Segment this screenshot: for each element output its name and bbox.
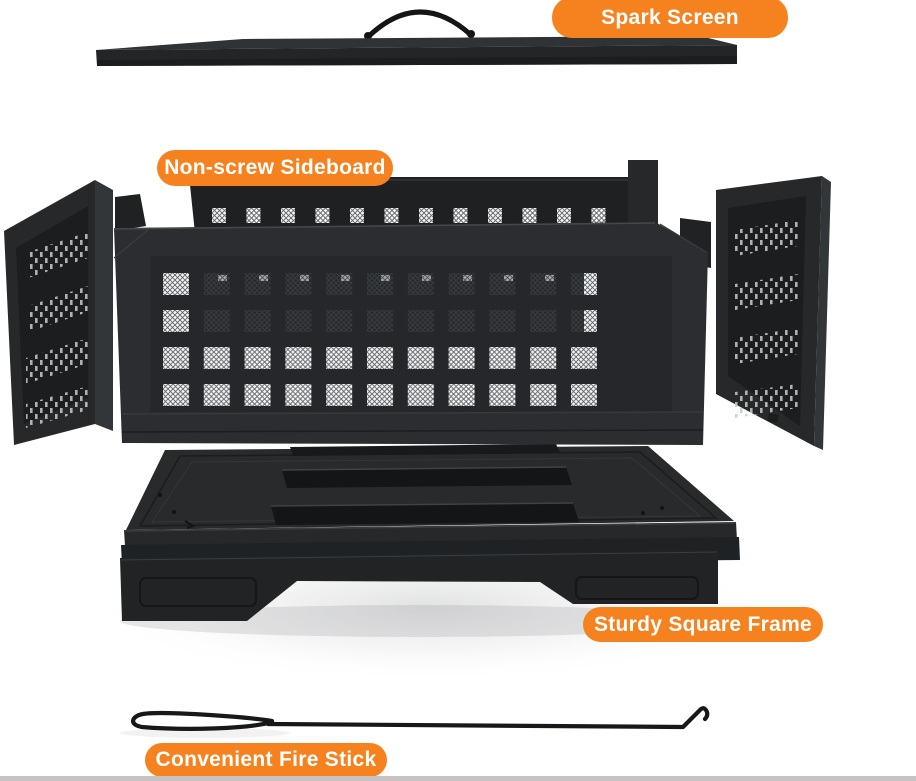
tray-groove-inner <box>151 457 702 523</box>
callout-sturdy-square-frame-label: Sturdy Square Frame <box>593 612 813 636</box>
front-bottom-groove <box>121 429 704 433</box>
callout-convenient-fire-stick-label: Convenient Fire Stick <box>155 748 377 771</box>
spark-screen-top-face <box>96 36 737 50</box>
left-sideboard <box>4 180 113 445</box>
front-tr-crease <box>659 223 707 253</box>
molding-highlight <box>123 522 737 532</box>
front-tl-crease <box>113 227 151 259</box>
callout-convenient-fire-stick: Convenient Fire Stick <box>145 743 387 777</box>
right-sideboard-edge-face <box>814 176 831 450</box>
base-top-highlight <box>120 551 718 561</box>
fire-stick-loop-handle <box>131 711 275 731</box>
right-foot-recess <box>575 576 699 600</box>
left-foot-recess <box>139 577 257 607</box>
right-sideboard-tab <box>767 413 779 423</box>
front-sideboard <box>113 218 711 445</box>
log-rest-bars <box>270 444 579 525</box>
callout-non-screw-sideboard: Non-screw Sideboard <box>157 150 393 186</box>
spark-screen-handle <box>364 9 475 40</box>
left-sideboard-vents <box>26 232 88 428</box>
callout-spark-screen-label: Spark Screen <box>601 5 739 29</box>
callout-sturdy-square-frame: Sturdy Square Frame <box>583 607 823 642</box>
back-left-bracket <box>115 194 146 231</box>
right-sideboard <box>716 176 831 450</box>
base-block <box>120 550 718 621</box>
image-bottom-edge <box>0 776 916 781</box>
fire-stick <box>131 706 710 731</box>
spark-screen <box>96 9 737 66</box>
mesh-glints <box>218 275 554 281</box>
callout-spark-screen: Spark Screen <box>552 0 788 38</box>
spark-screen-bottom-edge <box>97 56 737 66</box>
front-lower-groove <box>121 411 704 415</box>
front-top-highlight <box>113 222 656 230</box>
back-sideboard-mesh-row <box>212 208 606 223</box>
mesh-grid <box>163 273 597 406</box>
left-sideboard-edge-face <box>95 180 113 431</box>
sturdy-square-frame <box>120 444 740 621</box>
callout-non-screw-sideboard-label: Non-screw Sideboard <box>164 156 386 179</box>
fire-stick-rod <box>265 706 710 730</box>
right-sideboard-vents <box>735 220 798 418</box>
